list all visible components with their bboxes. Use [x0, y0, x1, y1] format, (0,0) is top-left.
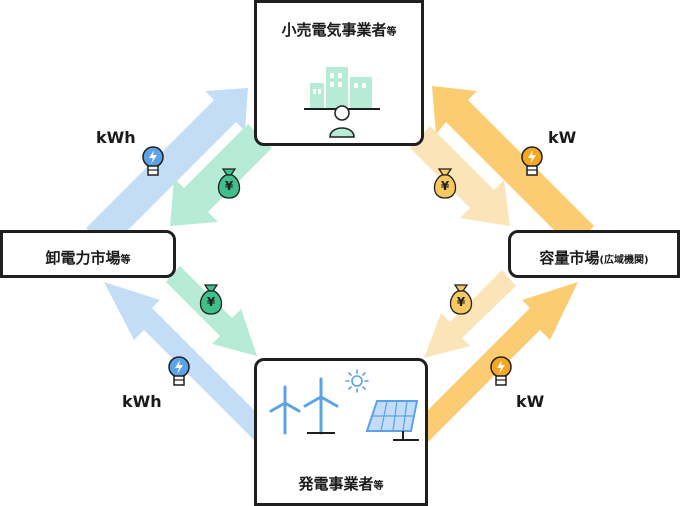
node-capacity-label: 容量市場 [539, 249, 600, 267]
node-capacity-suffix: (広域機関) [599, 255, 649, 266]
yen-symbol: ¥ [224, 179, 234, 193]
arrow-money-to-generation-cap [424, 270, 516, 358]
label-kwh-bottom: kWh [122, 392, 162, 411]
node-retail-suffix: 等 [386, 27, 397, 38]
yen-symbol: ¥ [206, 295, 216, 309]
lightbulb-icon [490, 356, 512, 386]
node-wholesale: 卸電力市場等 [0, 230, 176, 278]
label-kwh-top: kWh [96, 128, 136, 147]
office-building-icon [304, 67, 380, 110]
wind-turbine-icon [303, 377, 339, 435]
node-wholesale-label: 卸電力市場 [45, 249, 121, 267]
solar-panel-icon [365, 400, 419, 441]
arrow-kw-to-retail [432, 86, 594, 248]
money-bag-icon: ¥ [214, 166, 244, 200]
node-generation-suffix: 等 [373, 481, 384, 492]
node-generation-label: 発電事業者 [298, 475, 374, 493]
node-retail: 小売電気事業者等 [254, 0, 424, 146]
person-icon [329, 105, 355, 138]
yen-symbol: ¥ [440, 179, 450, 193]
node-wholesale-suffix: 等 [120, 255, 131, 266]
lightbulb-icon [521, 146, 543, 176]
yen-symbol: ¥ [456, 295, 466, 309]
label-kw-bottom: kW [516, 392, 545, 411]
money-bag-icon: ¥ [430, 166, 460, 200]
arrow-kwh-to-retail [86, 88, 248, 250]
node-generation: 発電事業者等 [254, 358, 428, 506]
node-retail-label: 小売電気事業者 [281, 21, 387, 39]
sun-icon [345, 369, 369, 393]
money-bag-icon: ¥ [446, 282, 476, 316]
node-capacity: 容量市場(広域機関) [508, 230, 680, 278]
label-kw-top: kW [548, 128, 577, 147]
money-bag-icon: ¥ [196, 282, 226, 316]
lightbulb-icon [142, 146, 164, 176]
lightbulb-icon [168, 356, 190, 386]
arrow-money-to-wholesale [170, 124, 272, 226]
wind-turbine-icon [269, 385, 301, 435]
arrow-money-to-capacity [410, 126, 510, 226]
